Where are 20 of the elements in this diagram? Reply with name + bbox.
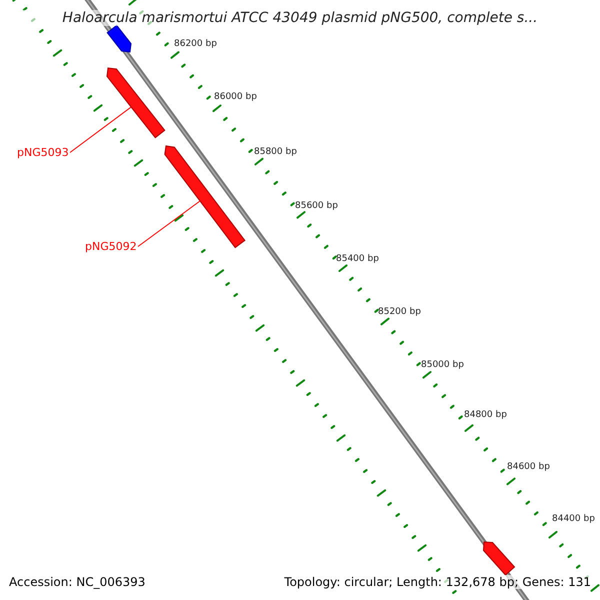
scale-label: 84800 bp	[464, 410, 507, 420]
scale-label: 85000 bp	[421, 360, 464, 370]
gene-bar	[106, 67, 166, 138]
scale-label: 86200 bp	[174, 39, 217, 49]
scale-label: 85200 bp	[378, 307, 421, 317]
gene-bar	[106, 24, 132, 53]
scale-label: 84400 bp	[552, 514, 595, 524]
scale-label: 86000 bp	[214, 92, 257, 102]
gene-bar	[164, 145, 246, 248]
scale-label: 85400 bp	[336, 254, 379, 264]
leader-line	[138, 200, 201, 247]
scale-label: 85800 bp	[254, 147, 297, 157]
scale-label: 84600 bp	[507, 462, 550, 472]
gene-label: pNG5093	[17, 146, 69, 159]
gene-label: pNG5092	[85, 240, 137, 253]
gene-bar	[482, 541, 516, 576]
scale-label: 85600 bp	[295, 201, 338, 211]
footer-text: Accession: NC_006393	[9, 575, 146, 589]
footer-text: Topology: circular; Length: 132,678 bp; Genes: 131	[284, 575, 591, 589]
leader-line	[70, 106, 132, 153]
